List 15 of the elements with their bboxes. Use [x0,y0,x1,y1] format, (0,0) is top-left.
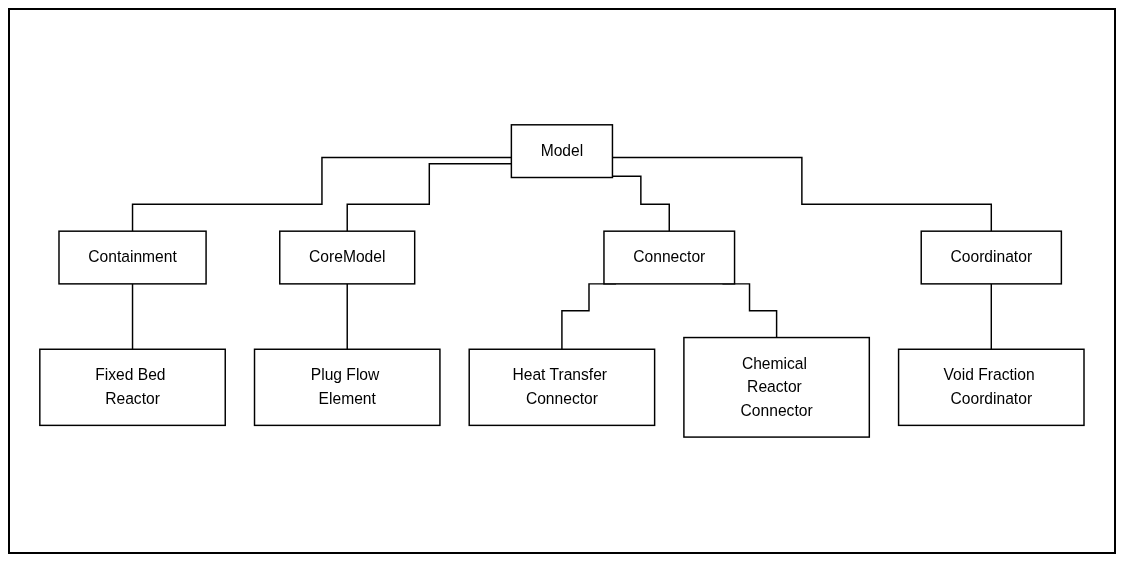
connector [346,283,349,351]
connector [611,156,993,232]
node-box: Void Fraction Coordinator [897,348,1085,427]
node-box: Model [510,124,614,179]
connector [611,175,671,232]
node-box: Connector [603,230,736,285]
connector [990,283,993,351]
node-box: Plug Flow Element [253,348,441,427]
node-box: Coordinator [920,230,1063,285]
node-box: CoreModel [279,230,416,285]
node-box: Heat Transfer Connector [468,348,656,427]
node-box: Chemical Reactor Connector [683,336,871,438]
node-box: Containment [58,230,207,285]
node-box: Fixed Bed Reactor [39,348,227,427]
connector [131,283,134,351]
